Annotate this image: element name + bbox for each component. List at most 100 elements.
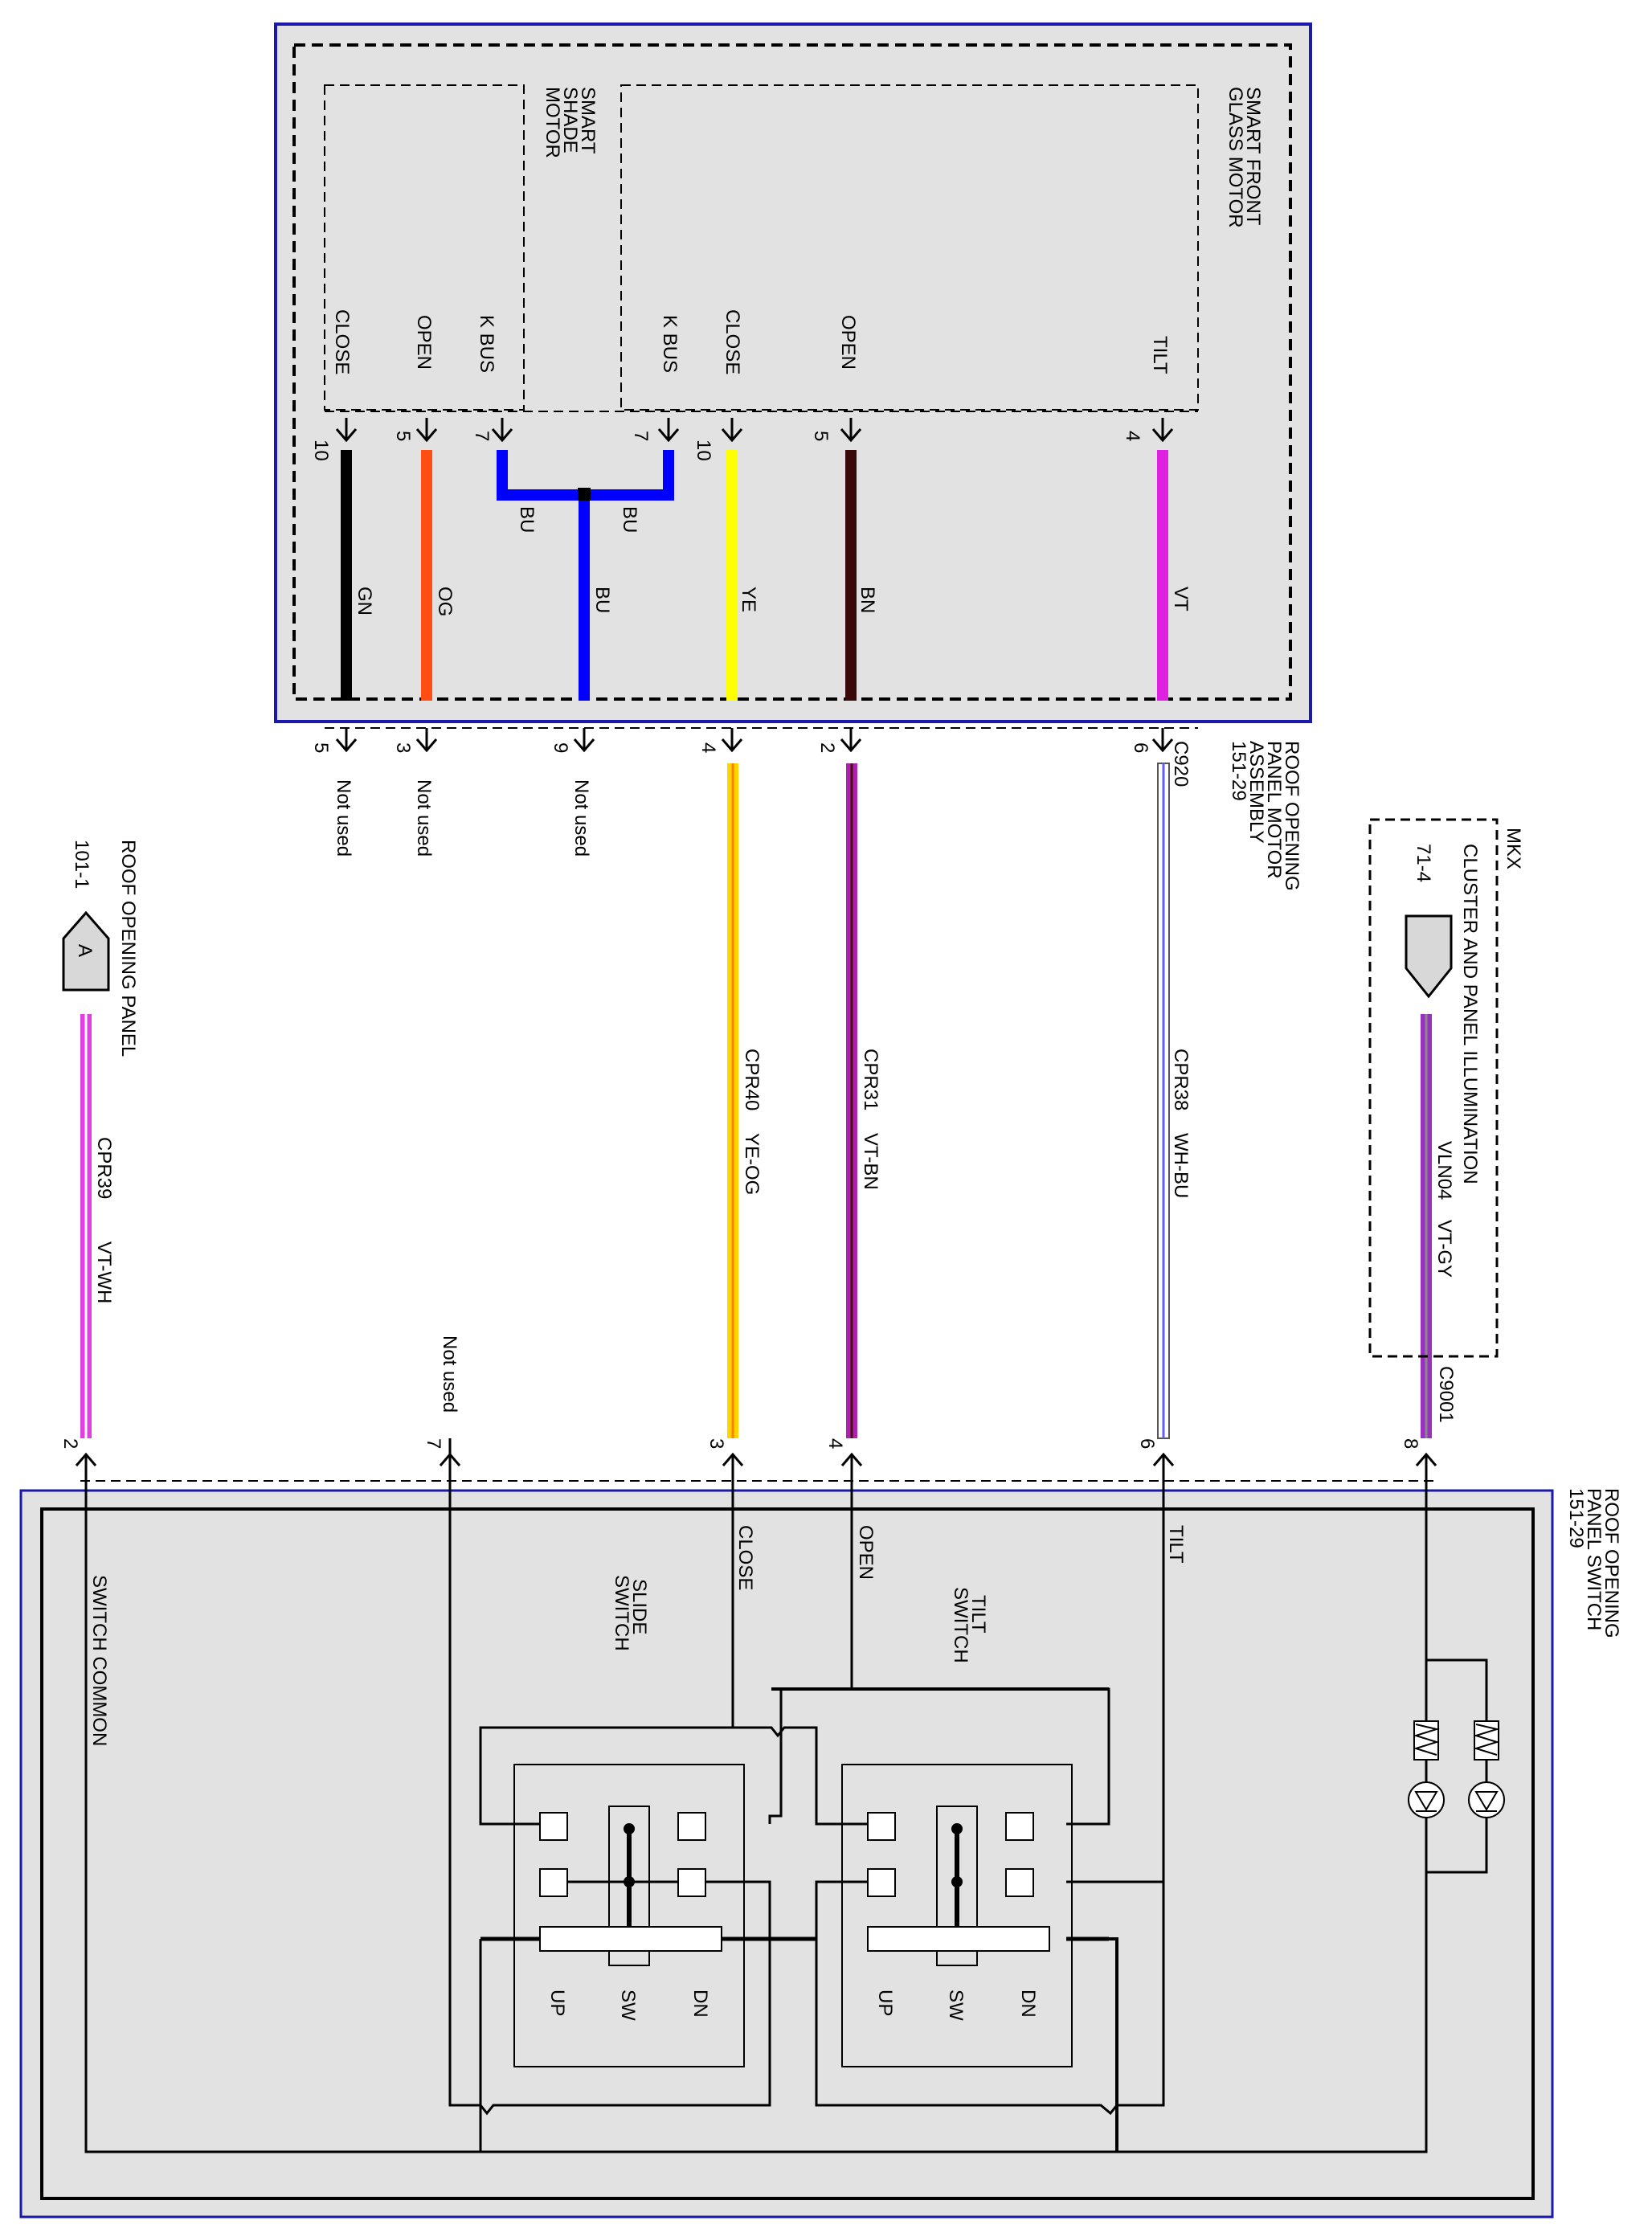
led-2-diode-symbol bbox=[1474, 1791, 1499, 1812]
wire-ye-label: YE bbox=[738, 587, 759, 612]
slide-switch-terminal-3 bbox=[677, 1812, 706, 1841]
harness: CPR40 YE-OG CPR31 VT-BN CPR38 WH-BU CPR3… bbox=[80, 763, 1455, 1439]
c9001-pin-4: 4 bbox=[824, 1438, 846, 1449]
slide-switch-contact-dot-2 bbox=[624, 1876, 635, 1887]
tilt-switch-contact-dot-2 bbox=[951, 1876, 963, 1887]
wire-vt bbox=[1157, 450, 1168, 701]
wire-bu-kbus1-label: BU bbox=[516, 506, 538, 533]
glass-close-label: CLOSE bbox=[722, 309, 743, 374]
mkx-cluster-illumination: MKX CLUSTER AND PANEL ILLUMINATION 71-4 bbox=[1368, 818, 1524, 1358]
slide-switch-terminal-4 bbox=[677, 1868, 706, 1897]
shade-open-label: OPEN bbox=[413, 315, 435, 370]
shade-motor-title-2: SHADE bbox=[559, 87, 581, 153]
shade-kbus-label: K BUS bbox=[476, 315, 497, 373]
c9001-pin-3: 3 bbox=[705, 1438, 727, 1449]
c9001-pin-6: 6 bbox=[1136, 1438, 1158, 1449]
led-resistor-2 bbox=[1474, 1720, 1499, 1761]
switch-assembly: TILT OPEN CLOSE TILT SWITCH SLIDE SWITCH… bbox=[19, 1481, 1554, 2219]
resistor-1-zigzag-icon bbox=[1413, 1724, 1440, 1756]
switch-common-label: SWITCH COMMON bbox=[88, 1575, 110, 1746]
wire-og bbox=[421, 450, 432, 701]
led-1-diode-symbol bbox=[1414, 1791, 1438, 1812]
switch-assembly-outline bbox=[19, 1489, 1554, 2219]
slide-switch-common-bar bbox=[539, 1926, 722, 1952]
wire-bu-kbus2-label: BU bbox=[619, 506, 640, 533]
tilt-switch: DN SW UP bbox=[841, 1764, 1073, 2067]
vln04-circuit: VLN04 bbox=[1433, 1141, 1455, 1200]
glass-tilt-pin: 4 bbox=[1122, 431, 1143, 441]
c9001-pin-7: 7 bbox=[423, 1438, 444, 1449]
smart-shade-motor-box bbox=[324, 84, 525, 411]
not-used-pin-5: Not used bbox=[333, 779, 354, 857]
wire-gn bbox=[341, 450, 352, 701]
glass-open-pin: 5 bbox=[810, 431, 832, 441]
tilt-switch-body bbox=[841, 1764, 1073, 2067]
c920-pin-5: 5 bbox=[310, 742, 332, 753]
switch-connector-c9001: 8 6 4 3 7 2 Not used C9001 ROOF OPENING … bbox=[59, 1335, 1622, 1638]
wire-bu-label: BU bbox=[591, 587, 613, 613]
switch-open-pin-label: OPEN bbox=[855, 1525, 877, 1580]
mkx-box bbox=[1368, 818, 1499, 1358]
mkx-connector-symbol bbox=[1405, 914, 1453, 999]
glass-motor-title-1: SMART FRONT bbox=[1242, 87, 1264, 226]
motor-terminal-arrows bbox=[335, 418, 1174, 443]
roof-panel-connector-symbol bbox=[62, 910, 110, 992]
wire-bn-label: BN bbox=[857, 587, 878, 613]
wire-gn-label: GN bbox=[354, 587, 375, 615]
illumination-leds bbox=[1408, 1660, 1505, 1872]
c920-label: C920 bbox=[1170, 741, 1192, 787]
tilt-switch-title-2: SWITCH bbox=[950, 1587, 971, 1663]
motor-connector-c920: 5 3 9 4 2 6 Not used Not used Not used C… bbox=[310, 727, 1302, 891]
cpr39-circuit: CPR39 bbox=[93, 1137, 115, 1199]
shade-motor-title-3: MOTOR bbox=[542, 87, 563, 158]
slide-switch-up: UP bbox=[546, 1990, 568, 2016]
slide-switch-title-1: SLIDE bbox=[628, 1579, 650, 1634]
not-used-pin-3: Not used bbox=[413, 779, 435, 857]
c920-arrows bbox=[335, 728, 1174, 753]
slide-switch-contact-dot-1 bbox=[624, 1823, 635, 1834]
tilt-switch-terminal-4 bbox=[1005, 1868, 1034, 1897]
tilt-switch-terminal-1 bbox=[867, 1812, 896, 1841]
shade-open-pin: 5 bbox=[392, 431, 414, 441]
c9001-pin-2: 2 bbox=[59, 1438, 81, 1449]
c9001-arrows bbox=[75, 1452, 1437, 1481]
c920-pin-9: 9 bbox=[550, 742, 571, 753]
tilt-switch-common-bar bbox=[867, 1926, 1050, 1952]
led-1-icon bbox=[1408, 1781, 1445, 1818]
cpr38-circuit: CPR38 bbox=[1170, 1049, 1192, 1110]
mkx-title: CLUSTER AND PANEL ILLUMINATION bbox=[1459, 844, 1481, 1184]
wire-bu bbox=[579, 493, 590, 701]
motor-assembly-title-1: ROOF OPENING bbox=[1281, 741, 1302, 891]
cpr31-circuit: CPR31 bbox=[860, 1049, 881, 1110]
resistor-2-zigzag-icon bbox=[1473, 1724, 1500, 1756]
glass-close-pin: 10 bbox=[693, 440, 714, 461]
tilt-switch-terminal-3 bbox=[1005, 1812, 1034, 1841]
tilt-switch-up: UP bbox=[874, 1990, 896, 2016]
glass-kbus-pin: 7 bbox=[630, 431, 652, 441]
c920-pin-4: 4 bbox=[697, 742, 719, 753]
c9001-label: C9001 bbox=[1435, 1366, 1457, 1423]
shade-kbus-pin: 7 bbox=[471, 431, 493, 441]
shade-close-label: CLOSE bbox=[331, 309, 353, 374]
switch-close-pin-label: CLOSE bbox=[734, 1525, 756, 1590]
tilt-switch-contact-dot-1 bbox=[951, 1823, 963, 1834]
tilt-switch-actuator bbox=[936, 1806, 978, 1966]
c920-pin-3: 3 bbox=[392, 742, 414, 753]
slide-switch-terminal-2 bbox=[539, 1868, 568, 1897]
led-2-icon bbox=[1468, 1781, 1505, 1818]
vln04-color: VT-GY bbox=[1433, 1220, 1455, 1278]
wire-bu-splice bbox=[578, 488, 591, 501]
motor-assembly-title-2: PANEL MOTOR bbox=[1263, 741, 1285, 879]
roof-panel-ref-number: 101-1 bbox=[71, 840, 92, 889]
mkx-ref: 71-4 bbox=[1413, 844, 1434, 882]
slide-switch-terminal-1 bbox=[539, 1812, 568, 1841]
motor-assembly-inner-boundary bbox=[292, 43, 1292, 701]
glass-kbus-label: K BUS bbox=[659, 315, 681, 373]
cpr40-circuit: CPR40 bbox=[741, 1049, 763, 1110]
switch-tilt-pin-label: TILT bbox=[1165, 1525, 1187, 1564]
roof-panel-letter: A bbox=[74, 944, 96, 957]
c9001-pin-8: 8 bbox=[1400, 1438, 1421, 1449]
roof-panel-title: ROOF OPENING PANEL bbox=[117, 840, 139, 1057]
tilt-switch-dn: DN bbox=[1017, 1990, 1039, 2018]
shade-motor-title-1: SMART bbox=[577, 87, 599, 154]
